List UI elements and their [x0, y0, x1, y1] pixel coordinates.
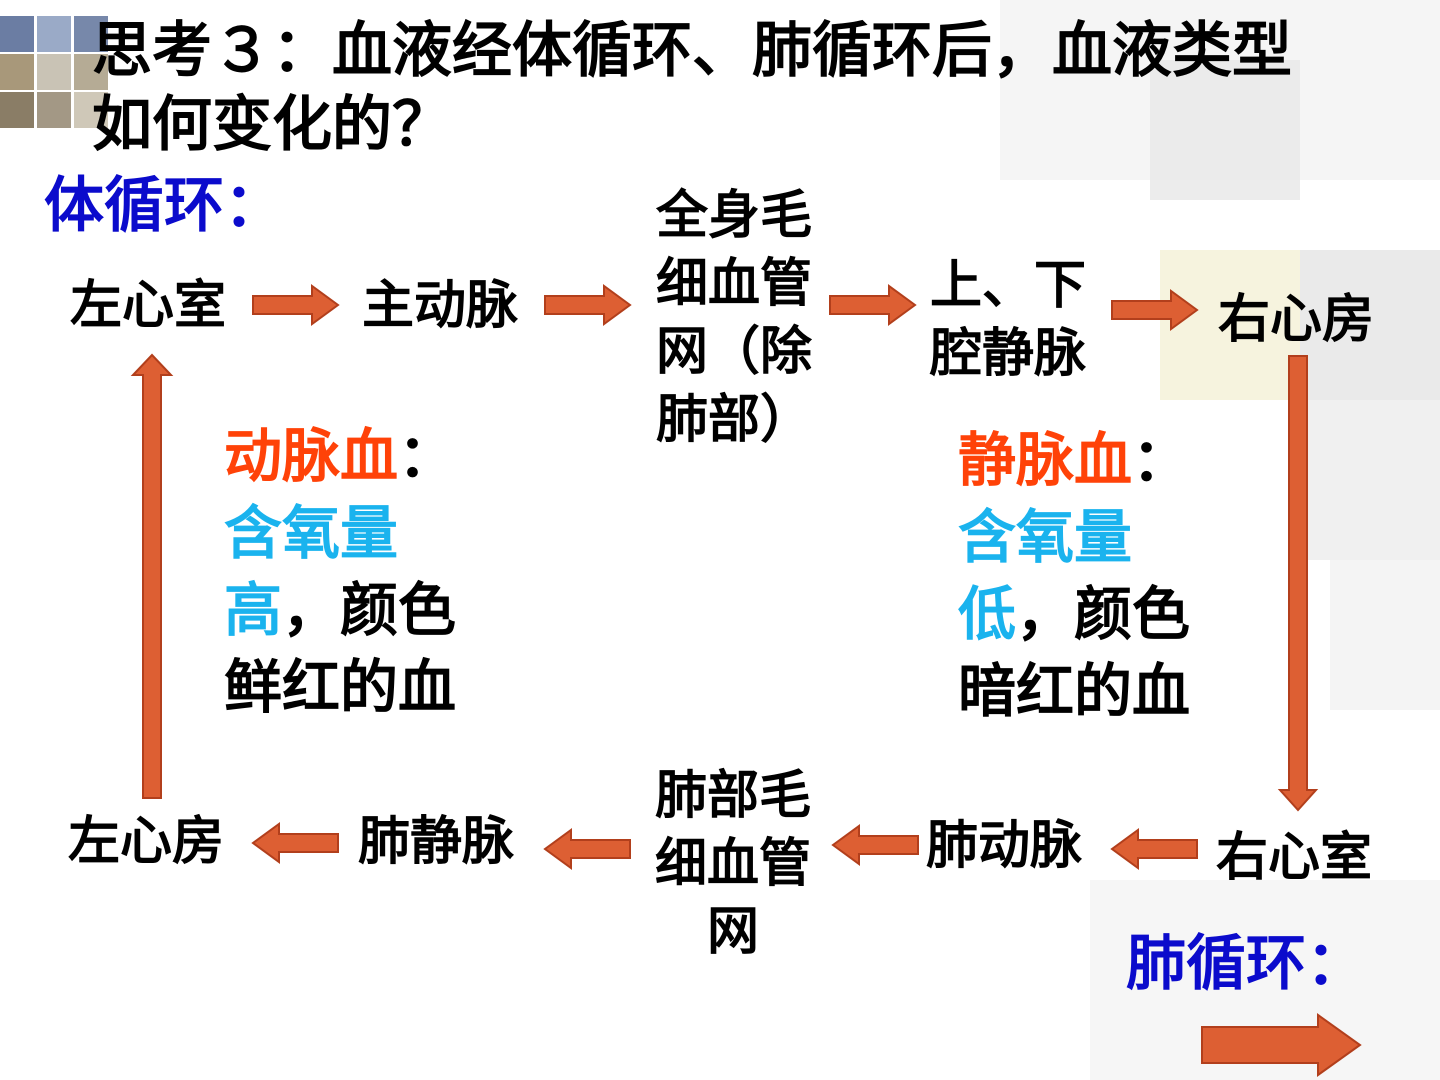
arrow-body-capillaries-to-vena-cava	[829, 284, 917, 326]
building-photo	[0, 16, 110, 128]
lung-capillaries-line-3: 网	[706, 902, 759, 962]
arrow-lung-capillaries-to-pulmonary-vein	[543, 828, 631, 870]
body-capillaries-line-1: 全身毛	[656, 186, 813, 246]
node-lung-capillaries: 肺部毛 细血管 网	[648, 762, 818, 966]
arrow-left-atrium-to-left-ventricle	[130, 353, 174, 799]
slide-title: 思考３：血液经体循环、肺循环后，血液类型 如何变化的？	[92, 14, 1412, 162]
venous-oxygen-level: 低	[958, 580, 1017, 648]
node-right-ventricle: 右心室	[1216, 828, 1373, 888]
body-capillaries-line-4: 肺部）	[656, 390, 813, 450]
venous-blood-term: 静脉血	[958, 426, 1133, 494]
node-pulmonary-artery: 肺动脉	[926, 816, 1083, 876]
venous-color-value: 暗红的血	[958, 657, 1191, 725]
venous-colon: ：	[1132, 426, 1191, 494]
arrow-next	[1201, 1013, 1362, 1077]
arterial-oxygen-label: 含氧量	[224, 499, 399, 567]
arterial-color-label: ，颜色	[282, 576, 457, 644]
venous-blood-note: 静脉血： 含氧量 低，颜色 暗红的血	[958, 422, 1238, 730]
arterial-color-value: 鲜红的血	[224, 653, 457, 721]
arterial-colon: ：	[398, 422, 457, 490]
systemic-circulation-heading: 体循环：	[44, 171, 284, 241]
node-left-ventricle: 左心室	[70, 276, 227, 336]
node-aorta: 主动脉	[362, 276, 519, 336]
arrow-right-ventricle-to-pulmonary-artery	[1110, 828, 1198, 870]
pulmonary-circulation-heading: 肺循环：	[1126, 929, 1366, 999]
vena-cava-line-1: 上、下	[930, 256, 1087, 316]
title-line-1: 思考３：血液经体循环、肺循环后，血液类型	[92, 16, 1292, 86]
arrow-pulmonary-artery-to-lung-capillaries	[831, 824, 919, 866]
arrow-left-ventricle-to-aorta	[252, 284, 340, 326]
vena-cava-line-2: 腔静脉	[930, 324, 1087, 384]
arrow-aorta-to-body-capillaries	[544, 284, 632, 326]
title-line-2: 如何变化的？	[92, 90, 452, 160]
body-capillaries-line-2: 细血管	[656, 254, 813, 314]
venous-oxygen-label: 含氧量	[958, 503, 1133, 571]
arrow-right-atrium-to-right-ventricle	[1277, 355, 1319, 812]
arrow-vena-cava-to-right-atrium	[1111, 289, 1199, 331]
lung-capillaries-line-2: 细血管	[654, 834, 811, 894]
arterial-oxygen-level: 高	[224, 576, 283, 644]
arrow-pulmonary-vein-to-left-atrium	[251, 822, 339, 864]
node-body-capillaries: 全身毛 细血管 网（除 肺部）	[656, 182, 812, 454]
arterial-blood-note: 动脉血： 含氧量 高，颜色 鲜红的血	[224, 418, 504, 726]
node-vena-cava: 上、下 腔静脉	[930, 252, 1086, 388]
lung-capillaries-line-1: 肺部毛	[654, 766, 811, 826]
node-left-atrium: 左心房	[68, 812, 225, 872]
arterial-blood-term: 动脉血	[224, 422, 399, 490]
body-capillaries-line-3: 网（除	[656, 322, 813, 382]
node-pulmonary-vein: 肺静脉	[358, 812, 515, 872]
node-right-atrium: 右心房	[1218, 290, 1375, 350]
venous-color-label: ，颜色	[1016, 580, 1191, 648]
